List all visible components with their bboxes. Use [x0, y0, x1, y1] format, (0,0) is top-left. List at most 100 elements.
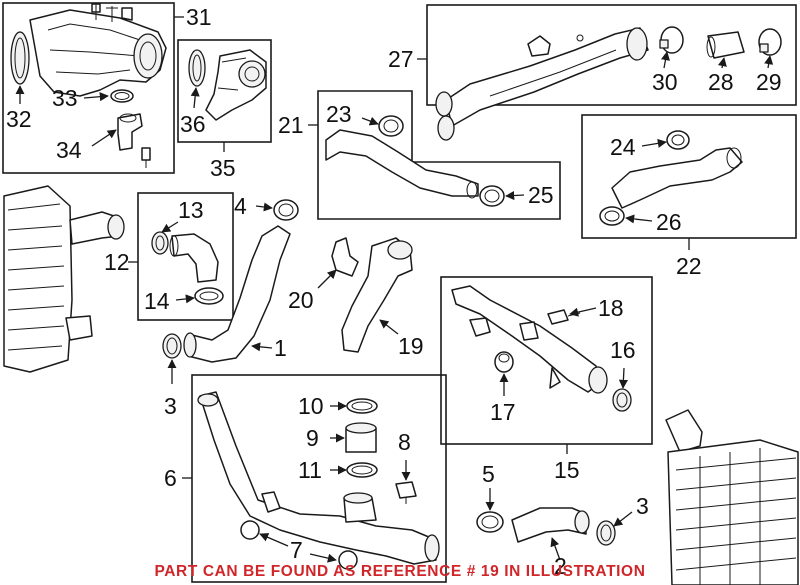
callout-3a: 3: [164, 393, 177, 419]
leader-1: [251, 342, 273, 352]
callout-15: 15: [554, 457, 580, 483]
callout-27: 27: [388, 46, 414, 72]
callout-18: 18: [598, 295, 624, 321]
part-right-intercooler: [665, 409, 799, 585]
callout-9: 9: [306, 425, 319, 451]
part-18-bolt: [547, 309, 581, 325]
callout-8: 8: [398, 429, 411, 455]
part-31-intake-manifold: [29, 3, 167, 97]
callout-28: 28: [708, 69, 734, 95]
part-5-clamp: [476, 511, 504, 533]
part-8-bolt: [395, 481, 417, 504]
callout-21: 21: [278, 112, 304, 138]
leader-26: [625, 214, 653, 224]
callout-25: 25: [528, 182, 554, 208]
part-17-grommet: [494, 351, 514, 373]
callout-6: 6: [164, 465, 177, 491]
leader-2: [550, 537, 561, 561]
leader-23: [361, 116, 379, 126]
part-left-intercooler: [3, 185, 125, 373]
leader-3b: [613, 511, 633, 527]
frame-12: [137, 192, 234, 321]
callout-4: 4: [234, 193, 247, 219]
part-1-hose: [183, 225, 291, 363]
part-3-o-ring-right: [596, 520, 616, 546]
part-30-clamp: [659, 26, 684, 54]
part-9-sleeve: [345, 422, 377, 453]
part-24-clamp: [666, 130, 690, 150]
part-16-o-ring: [612, 388, 632, 412]
callout-19: 19: [398, 333, 424, 359]
callout-36: 36: [180, 111, 206, 137]
callout-20: 20: [288, 287, 314, 313]
part-33-o-ring: [110, 89, 134, 103]
leader-28: [717, 57, 727, 69]
leader-16: [618, 367, 628, 389]
callout-1: 1: [274, 335, 287, 361]
callout-13: 13: [178, 197, 204, 223]
leader-34: [91, 129, 117, 147]
part-36-gasket: [188, 49, 206, 87]
part-25-clamp: [479, 185, 505, 207]
callout-5: 5: [482, 461, 495, 487]
leader-29: [764, 55, 774, 69]
callout-32: 32: [6, 106, 32, 132]
leader-7a: [259, 533, 289, 547]
callout-31: 31: [186, 4, 212, 30]
part-23-clamp: [378, 115, 404, 137]
part-21-hose: [325, 129, 479, 199]
leader-36: [190, 87, 200, 109]
part-3-o-ring-left: [162, 333, 182, 359]
part-22-hose: [611, 147, 743, 209]
part-11-clamp: [346, 462, 378, 478]
part-35-throttle-housing: [205, 49, 267, 121]
callout-30: 30: [652, 69, 678, 95]
callout-22: 22: [676, 253, 702, 279]
leader-13: [161, 221, 179, 233]
callout-14: 14: [144, 288, 170, 314]
part-34-fitting: [117, 113, 151, 168]
leader-20: [317, 269, 337, 289]
part-15-pipe: [451, 285, 608, 394]
leader-25: [505, 191, 525, 201]
callout-3b: 3: [636, 493, 649, 519]
leader-30: [661, 51, 670, 69]
part-26-clamp: [599, 206, 625, 226]
part-27-charge-pipe: [435, 27, 649, 141]
callout-35: 35: [210, 155, 236, 181]
callout-26: 26: [656, 209, 682, 235]
leader-33: [83, 92, 109, 102]
part-7-grommets: [240, 520, 358, 570]
callout-11: 11: [298, 457, 322, 483]
part-10-clamp: [346, 398, 378, 414]
frame-27: [426, 4, 797, 106]
callout-7: 7: [290, 537, 303, 563]
leader-14: [175, 294, 195, 304]
notice-banner: PART CAN BE FOUND AS REFERENCE # 19 IN I…: [154, 563, 645, 580]
part-28-sleeve: [706, 31, 745, 59]
part-13-o-ring: [151, 231, 169, 255]
part-12-elbow: [169, 233, 219, 283]
callout-34: 34: [56, 137, 82, 163]
callout-23: 23: [326, 101, 352, 127]
part-2-hose: [511, 507, 590, 543]
part-4-clamp: [273, 199, 299, 221]
part-19-pipe: [341, 237, 413, 353]
leader-19: [379, 319, 399, 335]
leader-18: [569, 307, 597, 317]
callout-16: 16: [610, 337, 636, 363]
callout-24: 24: [610, 134, 636, 160]
callout-33: 33: [52, 85, 78, 111]
callout-2: 2: [554, 553, 567, 579]
callout-leaders: [15, 51, 774, 563]
leader-4: [255, 202, 273, 212]
callout-10: 10: [298, 393, 324, 419]
part-29-clamp: [758, 28, 782, 56]
callout-29: 29: [756, 69, 782, 95]
frame-21: [317, 90, 561, 220]
callout-17: 17: [490, 399, 516, 425]
part-14-clamp: [194, 287, 224, 305]
frame-31: [2, 2, 175, 174]
